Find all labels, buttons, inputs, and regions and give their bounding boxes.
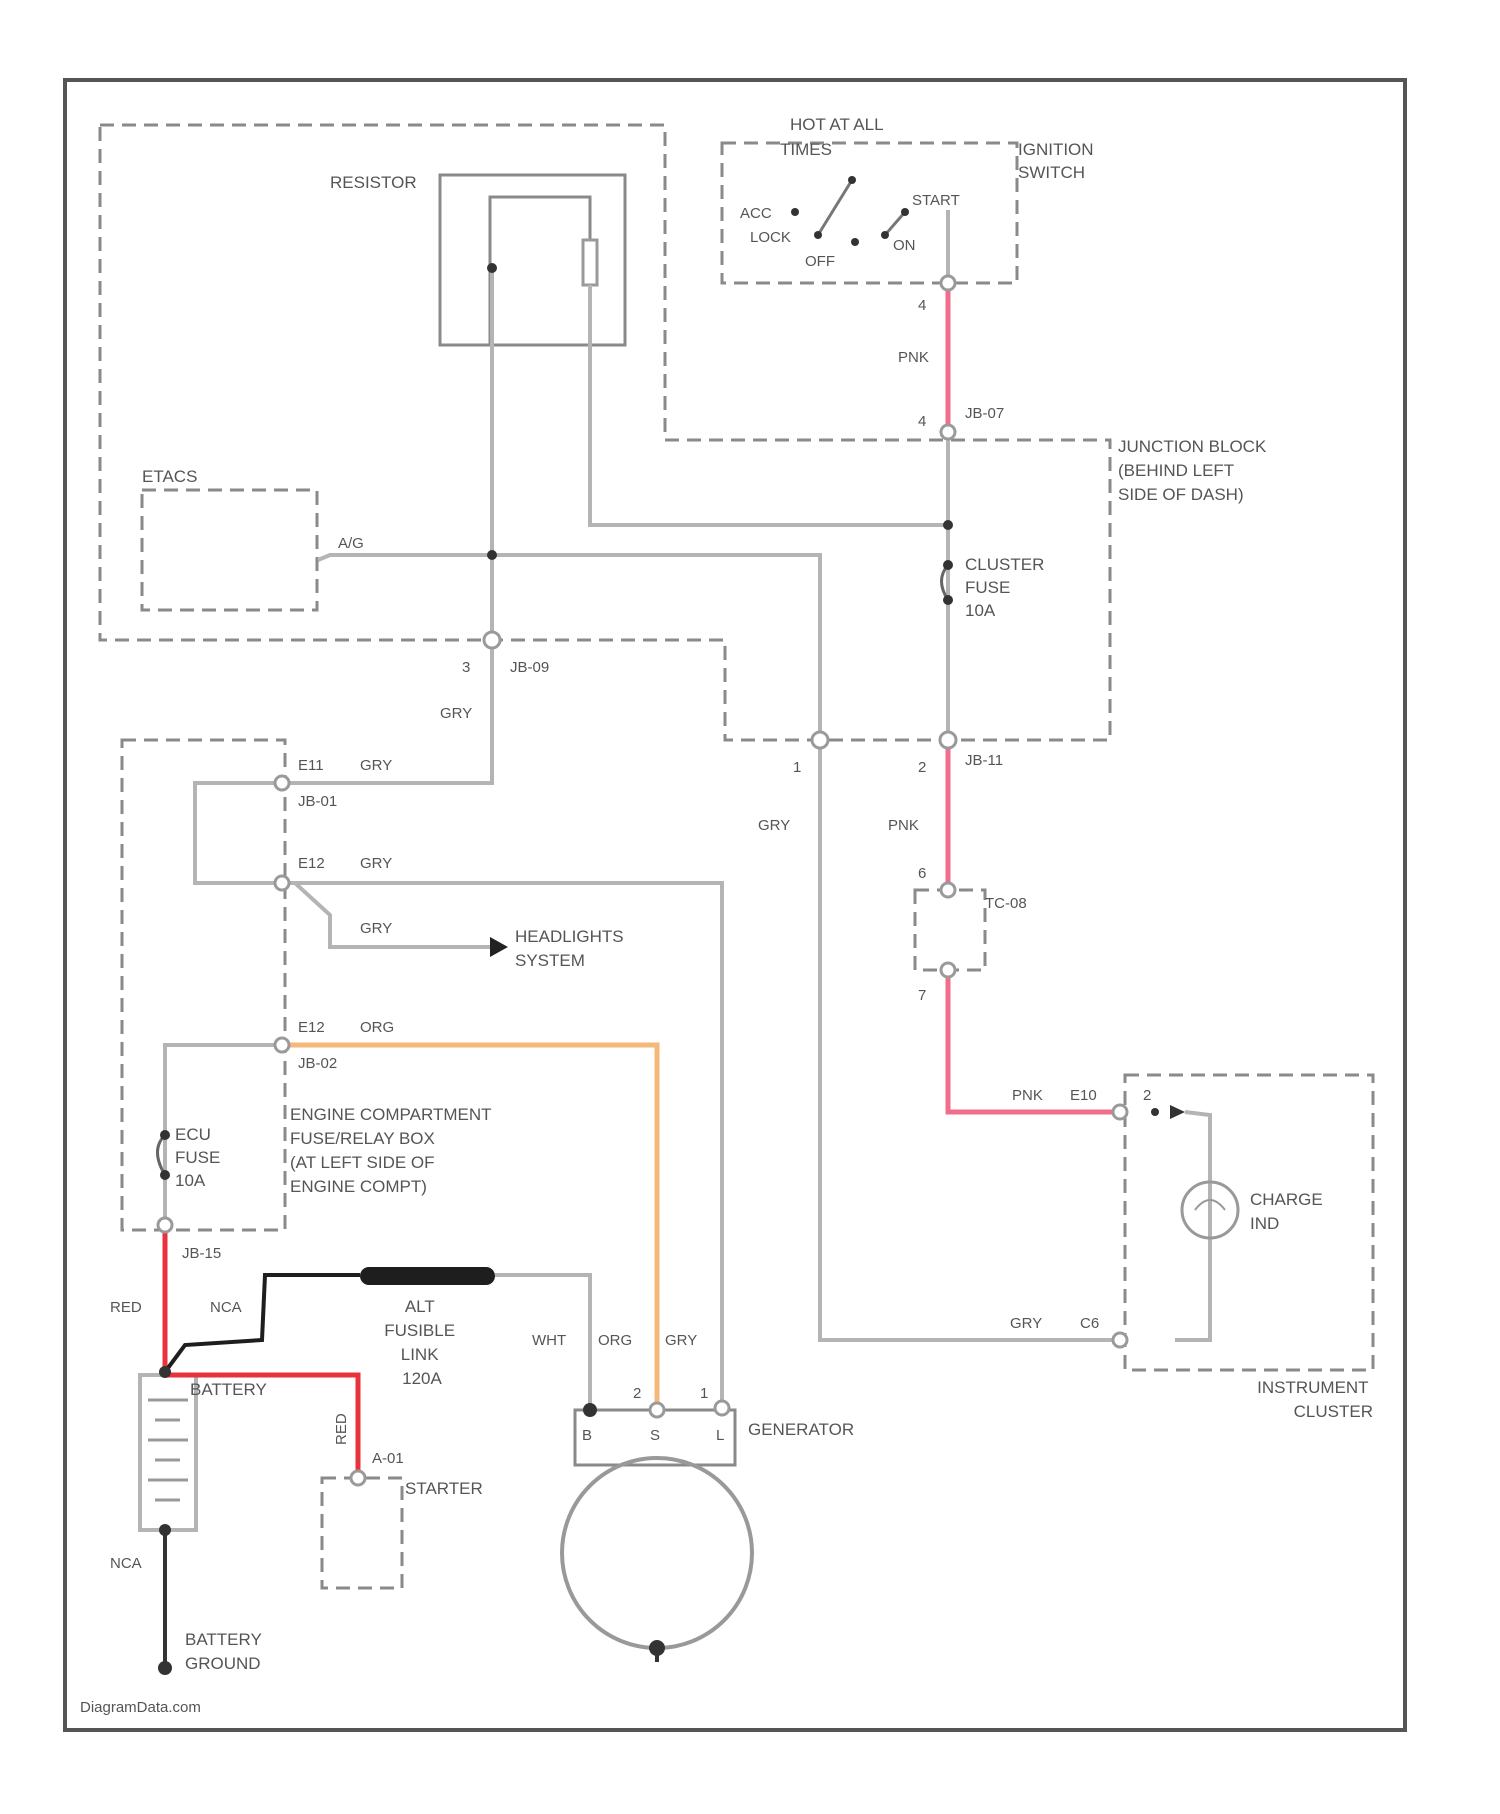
connector-markers bbox=[158, 276, 1127, 1485]
tc08-box bbox=[915, 890, 985, 970]
label-pin-jb07-4: 4 bbox=[918, 413, 926, 430]
label-switch-lock: LOCK bbox=[750, 229, 791, 246]
label-pin-jb11-1: 1 bbox=[793, 759, 801, 776]
label-ecu-fuse: ECU FUSE 10A bbox=[175, 1125, 225, 1190]
watermark: DiagramData.com bbox=[80, 1699, 201, 1716]
junction-block-upper-box bbox=[100, 125, 1110, 740]
label-wire-wht: WHT bbox=[532, 1332, 566, 1349]
label-conn-e11: E11 bbox=[298, 757, 324, 774]
label-battery: BATTERY bbox=[190, 1380, 267, 1399]
label-charge-ind: CHARGE IND bbox=[1250, 1190, 1327, 1233]
instrument-cluster-box bbox=[1125, 1075, 1373, 1370]
label-wire-pnk-2: PNK bbox=[888, 817, 919, 834]
label-switch-off: OFF bbox=[805, 253, 835, 270]
diagram-frame bbox=[65, 80, 1405, 1730]
label-cluster-fuse: CLUSTER FUSE 10A bbox=[965, 555, 1049, 620]
label-conn-e12b: E12 bbox=[298, 1019, 325, 1036]
wire-gray-cluster-bulb bbox=[1175, 1112, 1210, 1340]
etacs-box bbox=[142, 490, 317, 610]
label-wire-org-1: ORG bbox=[360, 1019, 394, 1036]
wire-gray-battery-frame bbox=[140, 1375, 196, 1530]
label-ignition-switch: IGNITION SWITCH bbox=[1018, 140, 1098, 182]
battery-symbol bbox=[148, 1400, 188, 1500]
label-pin-jb09-3: 3 bbox=[462, 659, 470, 676]
label-instrument-cluster: INSTRUMENT CLUSTER bbox=[1257, 1378, 1373, 1421]
label-pin-cluster-2: 2 bbox=[1143, 1087, 1151, 1104]
label-conn-jb09: JB-09 bbox=[510, 659, 549, 676]
label-battery-ground: BATTERY GROUND bbox=[185, 1630, 266, 1673]
label-conn-jb07: JB-07 bbox=[965, 405, 1004, 422]
label-wire-red-1: RED bbox=[110, 1299, 142, 1316]
label-engine-compartment-box: ENGINE COMPARTMENT FUSE/RELAY BOX (AT LE… bbox=[290, 1105, 496, 1196]
label-pin-switch-4: 4 bbox=[918, 297, 926, 314]
label-generator: GENERATOR bbox=[748, 1420, 854, 1439]
wire-gray-loop bbox=[195, 783, 282, 883]
cluster-diode bbox=[1170, 1105, 1185, 1119]
ignition-switch-lever bbox=[818, 180, 852, 235]
label-pin-tc08-7: 7 bbox=[918, 987, 926, 1004]
label-wire-pnk-3: PNK bbox=[1012, 1087, 1043, 1104]
label-wire-red-2: RED bbox=[333, 1413, 350, 1445]
label-headlights-system: HEADLIGHTS SYSTEM bbox=[515, 927, 628, 970]
label-etacs: ETACS bbox=[142, 467, 197, 486]
label-wire-org-2: ORG bbox=[598, 1332, 632, 1349]
alt-fusible-link-body bbox=[360, 1267, 495, 1285]
label-wire-gry-3: GRY bbox=[360, 757, 392, 774]
label-pin-gen-1: 1 bbox=[700, 1385, 708, 1402]
label-wire-gry-4: GRY bbox=[360, 855, 392, 872]
headlights-arrow-icon bbox=[490, 937, 508, 957]
label-switch-acc: ACC bbox=[740, 205, 772, 222]
label-conn-tc08: TC-08 bbox=[985, 895, 1027, 912]
wire-orange bbox=[282, 1045, 657, 1408]
label-conn-a01: A-01 bbox=[372, 1450, 404, 1467]
label-wire-gry-5: GRY bbox=[360, 920, 392, 937]
label-hot-at-all-times: HOT AT ALL TIMES bbox=[780, 115, 888, 159]
resistor-inner bbox=[490, 197, 590, 345]
label-wire-pnk-1: PNK bbox=[898, 349, 929, 366]
label-conn-jb01: JB-01 bbox=[298, 793, 337, 810]
label-conn-c6: C6 bbox=[1080, 1315, 1099, 1332]
label-conn-e10: E10 bbox=[1070, 1087, 1097, 1104]
label-alt-fusible-link: ALT FUSIBLE LINK 120A bbox=[384, 1297, 460, 1388]
label-conn-jb02: JB-02 bbox=[298, 1055, 337, 1072]
label-junction-block: JUNCTION BLOCK (BEHIND LEFT SIDE OF DASH… bbox=[1118, 437, 1271, 504]
label-conn-av: A/G bbox=[338, 535, 364, 552]
ignition-switch-start-lever bbox=[885, 212, 905, 235]
label-wire-gry-6: GRY bbox=[665, 1332, 697, 1349]
wire-red-battery bbox=[165, 1225, 358, 1478]
label-starter: STARTER bbox=[405, 1479, 483, 1498]
label-conn-e12a: E12 bbox=[298, 855, 325, 872]
label-conn-jb11: JB-11 bbox=[965, 752, 1003, 769]
wire-gray-resistor-junction bbox=[590, 285, 948, 525]
starter-box bbox=[322, 1478, 402, 1588]
wire-pink-lower bbox=[948, 740, 1120, 1112]
label-pin-gen-2: 2 bbox=[633, 1385, 641, 1402]
generator-body bbox=[562, 1458, 752, 1648]
label-conn-jb15: JB-15 bbox=[182, 1245, 221, 1262]
label-switch-start: START bbox=[912, 192, 960, 209]
label-gen-terminal-l: L bbox=[716, 1427, 724, 1444]
label-pin-tc08-6: 6 bbox=[918, 865, 926, 882]
label-wire-gry-2: GRY bbox=[758, 817, 790, 834]
label-gen-terminal-b: B bbox=[582, 1427, 592, 1444]
label-wire-gry-7: GRY bbox=[1010, 1315, 1042, 1332]
wire-black-battery-link bbox=[165, 1275, 360, 1372]
label-wire-gry-1: GRY bbox=[440, 705, 472, 722]
label-wire-nca-1: NCA bbox=[210, 1299, 242, 1316]
wire-gray-headlights bbox=[295, 883, 490, 947]
label-switch-on: ON bbox=[893, 237, 916, 254]
label-wire-nca-2: NCA bbox=[110, 1555, 142, 1572]
label-resistor: RESISTOR bbox=[330, 173, 417, 192]
label-pin-jb11-2: 2 bbox=[918, 759, 926, 776]
label-gen-terminal-s: S bbox=[650, 1427, 660, 1444]
resistor-element bbox=[583, 240, 597, 285]
